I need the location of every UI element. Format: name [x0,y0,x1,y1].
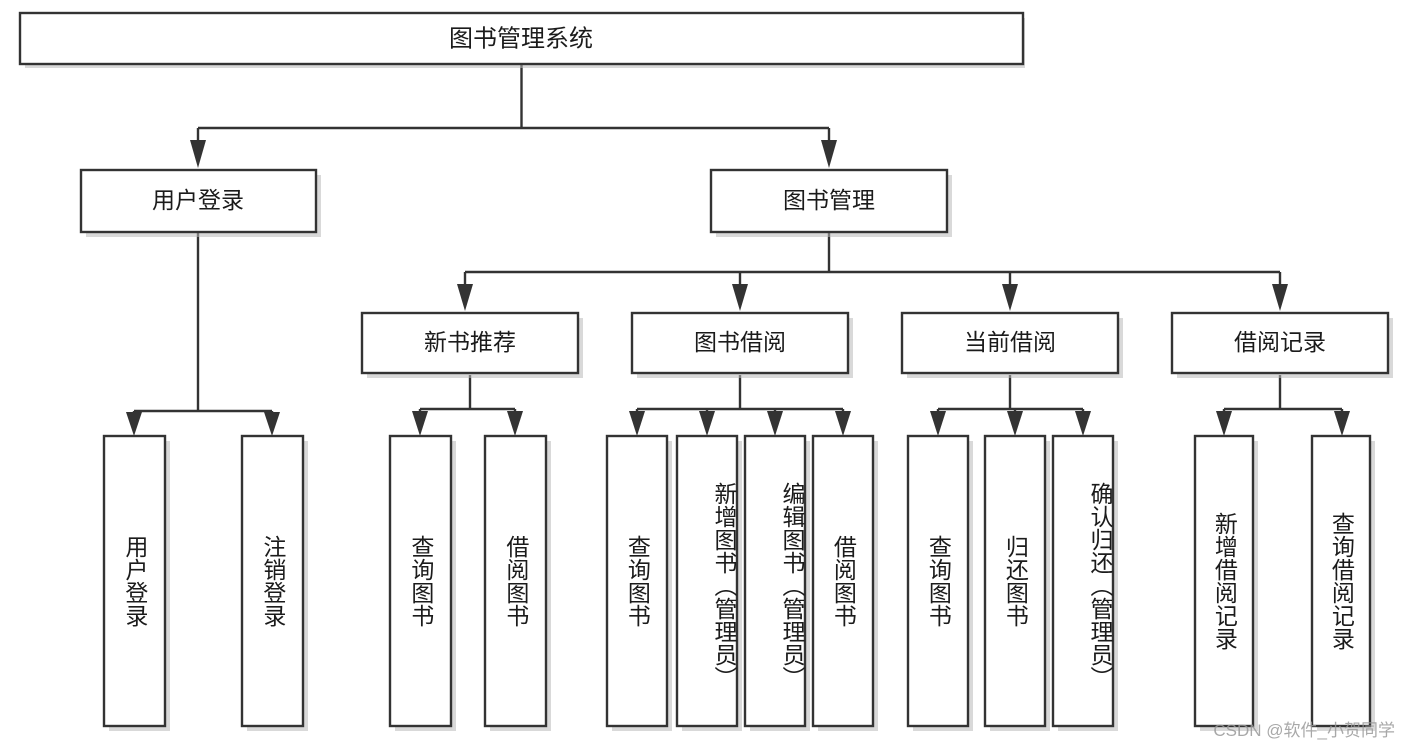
node-borrow-record-box[interactable] [1170,311,1390,375]
leaf-box-12[interactable] [1193,434,1255,728]
node-borrow-record-label: 借阅记录 [1234,329,1326,355]
arrow-head-leaf-3 [412,411,428,436]
arrow-head-book-manage [821,140,837,168]
arrow-head-leaf-10 [1007,411,1023,436]
leaf-box-10[interactable] [983,434,1047,728]
node-user-login-label: 用户登录 [152,187,244,213]
node-layer: 图书管理系统 用户登录 图书管理 新书推荐 图书借阅 当前借阅 借阅记录 [18,11,1393,731]
leaf-box-9[interactable] [906,434,970,728]
leaf-box-11[interactable] [1051,434,1115,728]
arrow-head-leaf-7 [767,411,783,436]
leaf-box-7[interactable] [743,434,807,728]
leaf-box-1[interactable] [102,434,167,728]
arrow-head-leaf-6 [699,411,715,436]
connector-layer [126,64,1350,436]
arrow-head-leaf-13 [1334,411,1350,436]
leaf-box-3[interactable] [388,434,453,728]
node-borrow-book-label: 图书借阅 [694,329,786,355]
arrow-head-leaf-9 [930,411,946,436]
arrow-head-leaf-2 [264,412,280,436]
node-new-book-box[interactable] [360,311,580,375]
node-new-book-label: 新书推荐 [424,329,516,355]
node-book-manage-box[interactable] [709,168,949,234]
arrow-head-user-login [190,140,206,168]
arrow-head-leaf-8 [835,411,851,436]
leaf-box-5[interactable] [605,434,669,728]
arrow-head-leaf-4 [507,411,523,436]
arrow-head-new-book [457,284,473,311]
leaf-box-2[interactable] [240,434,305,728]
node-root-label: 图书管理系统 [449,25,593,52]
leaf-box-6[interactable] [675,434,739,728]
arrow-head-borrow-record [1272,284,1288,311]
node-user-login-box[interactable] [79,168,318,234]
node-root-box[interactable] [18,11,1025,66]
node-borrow-book-box[interactable] [630,311,850,375]
node-current-borrow-box[interactable] [900,311,1120,375]
csdn-watermark: CSDN @软件_小贺同学 [1213,721,1395,740]
arrow-head-leaf-5 [629,411,645,436]
leaf-box-4[interactable] [483,434,548,728]
arrow-head-leaf-1 [126,412,142,436]
arrow-head-borrow-book [732,284,748,311]
leaf-box-13[interactable] [1310,434,1372,728]
arrow-head-leaf-11 [1075,411,1091,436]
arrow-head-leaf-12 [1216,411,1232,436]
node-current-borrow-label: 当前借阅 [964,329,1056,355]
node-book-manage-label: 图书管理 [783,187,875,213]
leaf-box-8[interactable] [811,434,875,728]
arrow-head-current-borrow [1002,284,1018,311]
